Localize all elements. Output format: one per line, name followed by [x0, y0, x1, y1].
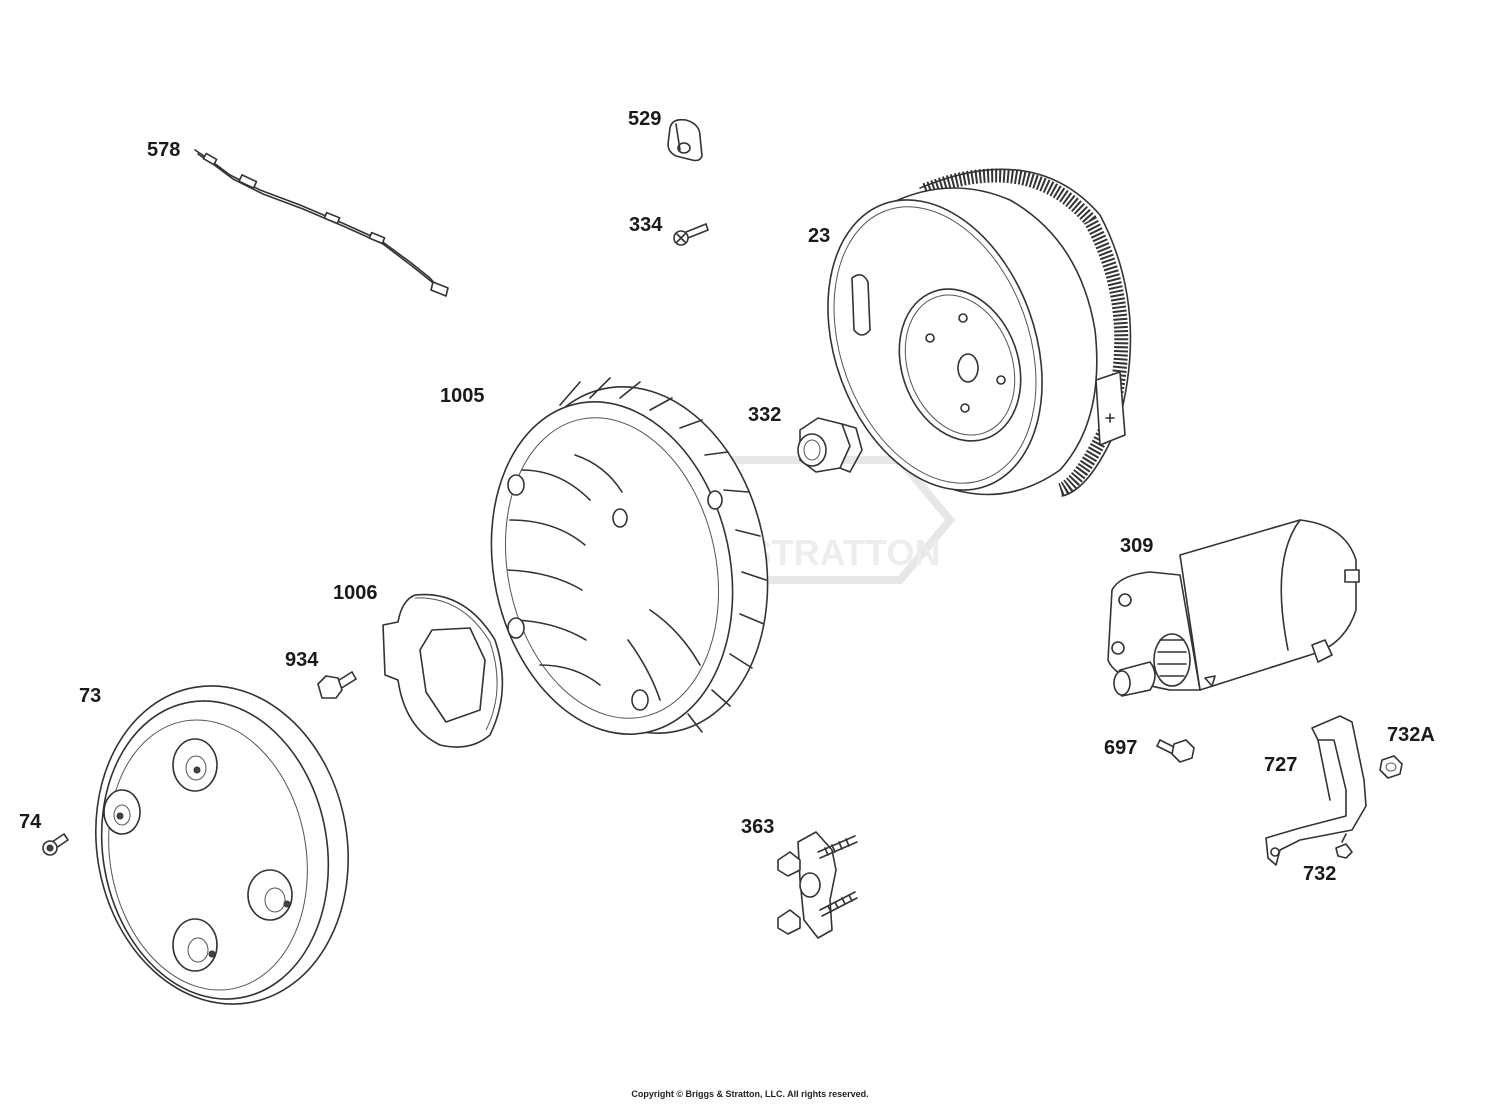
callout-309[interactable]: 309	[1120, 535, 1154, 557]
part-309-starter-motor[interactable]	[1107, 519, 1360, 697]
callout-73[interactable]: 73	[79, 685, 102, 707]
callout-1006[interactable]: 1006	[333, 582, 378, 604]
callout-732[interactable]: 732	[1303, 863, 1337, 885]
callout-332[interactable]: 332	[748, 404, 782, 426]
part-23-flywheel[interactable]	[790, 168, 1132, 520]
callout-23[interactable]: 23	[808, 225, 831, 247]
part-332-flywheel-nut[interactable]	[797, 417, 863, 473]
callout-74[interactable]: 74	[19, 811, 42, 833]
callout-1005[interactable]: 1005	[440, 385, 485, 407]
part-1006-screen-plate[interactable]	[382, 593, 504, 748]
callout-934[interactable]: 934	[285, 649, 319, 671]
callout-578[interactable]: 578	[147, 139, 181, 161]
part-732a-nut[interactable]	[1379, 755, 1403, 779]
part-529-grommet[interactable]	[667, 118, 703, 162]
callout-334[interactable]: 334	[629, 214, 663, 236]
callout-697[interactable]: 697	[1104, 737, 1138, 759]
callout-363[interactable]: 363	[741, 816, 775, 838]
part-732-screw[interactable]	[1335, 833, 1353, 859]
callout-529[interactable]: 529	[628, 108, 662, 130]
part-1005-cooling-fan[interactable]	[462, 363, 799, 757]
part-934-bolt[interactable]	[317, 671, 357, 699]
copyright-notice: Copyright © Briggs & Stratton, LLC. All …	[631, 1089, 869, 1099]
part-727-bracket[interactable]	[1265, 715, 1367, 866]
part-363-adapter[interactable]	[777, 831, 858, 939]
callout-727[interactable]: 727	[1264, 754, 1298, 776]
part-73-blower-cover[interactable]	[71, 666, 373, 1025]
part-697-bolt[interactable]	[1156, 739, 1195, 763]
callout-732a[interactable]: 732A	[1387, 724, 1435, 746]
part-334-screw[interactable]	[673, 223, 709, 246]
part-74-screw[interactable]	[42, 833, 69, 856]
part-578-wire-harness[interactable]	[194, 149, 449, 297]
